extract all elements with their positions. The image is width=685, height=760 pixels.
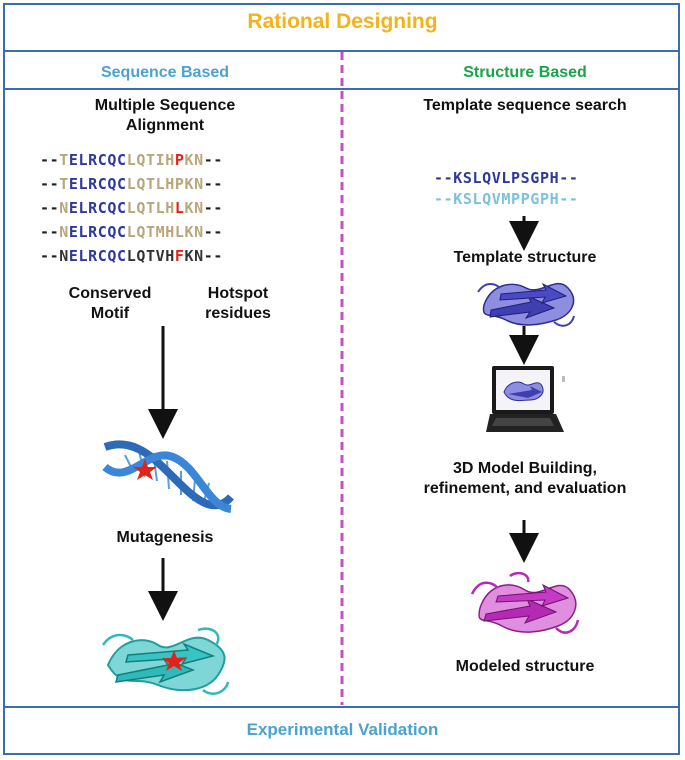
alignment-segment: N <box>59 199 69 217</box>
outer-frame <box>3 3 680 755</box>
mutation-star-icon-2 <box>162 650 186 671</box>
alignment-segment: -- <box>203 223 224 241</box>
alignment-segment: KN <box>184 247 204 265</box>
alignment-row: --NELRCQCLQTLHLKN-- <box>40 198 223 218</box>
alignment-segment: N <box>59 247 69 265</box>
modeled-structure-label: Modeled structure <box>455 658 595 675</box>
alignment-segment: -- <box>40 223 60 241</box>
conserved-motif-label: Conserved Motif <box>68 285 152 322</box>
alignment-row: --NELRCQCLQTMHLKN-- <box>40 222 223 242</box>
modeled-protein-structure-icon <box>470 571 580 634</box>
title-divider <box>3 50 680 52</box>
alignment-segment: KN <box>184 199 204 217</box>
column-header-divider <box>3 88 680 90</box>
alignment-segment: LQTMHLKN <box>126 223 204 241</box>
alignment-row: --TELRCQCLQTLHPKN-- <box>40 174 223 194</box>
experimental-validation-footer: Experimental Validation <box>246 720 439 739</box>
alignment-row: --TELRCQCLQTIHPKN-- <box>40 150 223 170</box>
msa-label: Multiple Sequence Alignment <box>94 97 236 134</box>
template-sequence: --KSLQVMPPGPH-- <box>434 190 579 208</box>
alignment-segment: P <box>174 151 185 169</box>
alignment-segment: ELRCQC <box>68 199 127 217</box>
template-structure-label: Template structure <box>453 249 597 266</box>
mutagenesis-label: Mutagenesis <box>116 529 214 546</box>
alignment-segment: ELRCQC <box>68 175 127 193</box>
alignment-segment: -- <box>40 199 60 217</box>
alignment-segment: LQTVH <box>126 247 175 265</box>
alignment-segment: ELRCQC <box>68 223 127 241</box>
mutant-protein-structure-icon <box>101 627 230 695</box>
alignment-segment: ELRCQC <box>68 247 127 265</box>
alignment-segment: -- <box>203 175 224 193</box>
alignment-segment: -- <box>203 247 224 265</box>
sequence-based-heading: Sequence Based <box>100 64 230 81</box>
alignment-segment: N <box>59 223 69 241</box>
hotspot-residues-label: Hotspot residues <box>205 285 271 322</box>
dna-helix-icon <box>102 440 234 513</box>
alignment-segment: ELRCQC <box>68 151 127 169</box>
alignment-segment: -- <box>40 247 60 265</box>
structure-based-heading: Structure Based <box>463 64 587 81</box>
alignment-segment: LQTLH <box>126 199 175 217</box>
alignment-segment: T <box>59 175 69 193</box>
template-protein-structure-icon <box>477 282 575 327</box>
footer-divider <box>3 706 680 708</box>
template-sequence: --KSLQVLPSGPH-- <box>434 169 579 187</box>
alignment-segment: -- <box>40 175 60 193</box>
computer-icon <box>486 366 565 432</box>
alignment-segment: L <box>174 199 185 217</box>
alignment-segment: KN <box>184 151 204 169</box>
alignment-row: --NELRCQCLQTVHFKN-- <box>40 246 223 266</box>
alignment-segment: -- <box>203 151 224 169</box>
page-title: Rational Designing <box>247 10 438 33</box>
alignment-segment: -- <box>203 199 224 217</box>
alignment-segment: LQTIH <box>126 151 175 169</box>
template-search-label: Template sequence search <box>423 97 627 114</box>
alignment-segment: LQTLHPKN <box>126 175 204 193</box>
alignment-segment: F <box>174 247 185 265</box>
alignment-segment: T <box>59 151 69 169</box>
alignment-segment: -- <box>40 151 60 169</box>
model-building-label: 3D Model Building, refinement, and evalu… <box>423 460 627 497</box>
mutation-star-icon <box>133 459 157 480</box>
